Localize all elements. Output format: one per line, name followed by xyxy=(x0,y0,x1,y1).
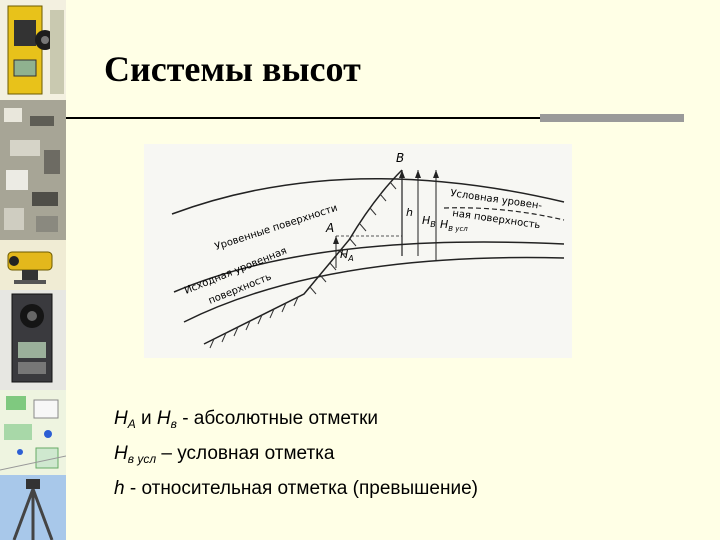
measurement-arrows xyxy=(333,170,439,244)
upper-level-surface xyxy=(171,177,565,215)
diagram-svg: B A h HB HB усл HA Уровенные поверхности… xyxy=(171,151,565,349)
caption-line-relative: h - относительная отметка (превышение) xyxy=(114,478,478,499)
ha-label: HA xyxy=(340,248,354,263)
total-station-image xyxy=(0,0,66,100)
hb-label: HB xyxy=(422,214,436,229)
tripod-image xyxy=(0,475,66,540)
hb-usl-label: HB усл xyxy=(440,218,468,233)
title-underline-accent xyxy=(540,114,684,122)
electronic-theodolite-image xyxy=(0,290,66,390)
conditional-level-surface xyxy=(443,207,565,221)
title-underline xyxy=(66,117,540,119)
caption-line-conditional: Hв усл – условная отметка xyxy=(114,443,335,466)
sidebar-image-strip xyxy=(0,0,66,540)
point-b-label: B xyxy=(396,151,404,165)
caption-line-absolute: HA и Hв - абсолютные отметки xyxy=(114,408,378,431)
aerial-photo-image xyxy=(0,100,66,240)
map-plan-image xyxy=(0,390,66,475)
reference-level-surface xyxy=(183,256,565,323)
slide-title: Системы высот xyxy=(104,49,361,89)
h-label: h xyxy=(406,206,413,219)
terrain-hatching xyxy=(209,181,397,349)
level-surfaces-label: Уровенные поверхности xyxy=(214,203,339,253)
level-instrument-image xyxy=(0,240,66,290)
terrain-line xyxy=(203,169,403,345)
point-a-label: A xyxy=(325,221,334,235)
caption-block: HA и Hв - абсолютные отметки Hв усл – ус… xyxy=(114,404,478,504)
height-systems-diagram: B A h HB HB усл HA Уровенные поверхности… xyxy=(144,144,572,358)
